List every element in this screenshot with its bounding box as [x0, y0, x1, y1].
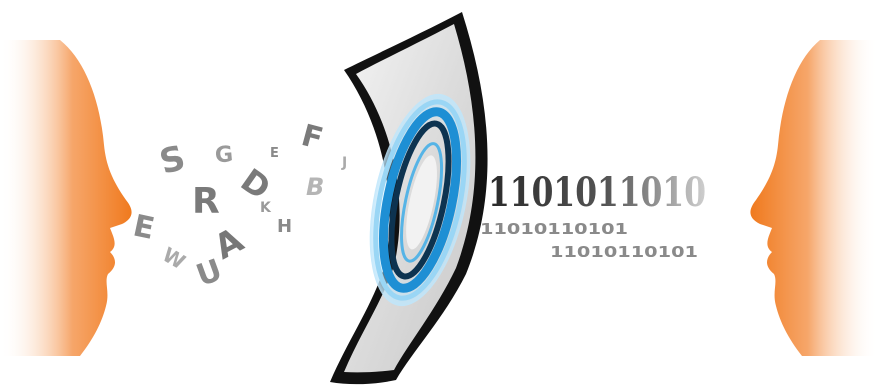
letter-e-large: E — [130, 208, 157, 246]
binary-output: 1101011010 11010110101 11010110101 — [480, 169, 706, 261]
speech-letters: S G E F J D R B K E H A W U — [130, 118, 347, 294]
letter-j: J — [341, 155, 347, 171]
letter-h: H — [277, 216, 292, 237]
letter-g: G — [214, 142, 234, 168]
binary-line-small-2: 11010110101 — [550, 243, 698, 261]
letter-r: R — [192, 181, 220, 222]
right-face-profile — [750, 40, 878, 356]
letter-b: B — [306, 173, 324, 201]
binary-line-large: 1101011010 — [488, 169, 706, 216]
translation-device — [330, 12, 488, 384]
letter-d: D — [234, 161, 278, 207]
left-face-profile — [0, 40, 132, 356]
letter-s: S — [155, 138, 189, 183]
letter-f: F — [298, 118, 327, 157]
letter-k: K — [260, 200, 272, 216]
letter-w: W — [158, 242, 189, 274]
binary-line-small-1: 11010110101 — [480, 220, 628, 238]
letter-e-small: E — [270, 146, 279, 161]
